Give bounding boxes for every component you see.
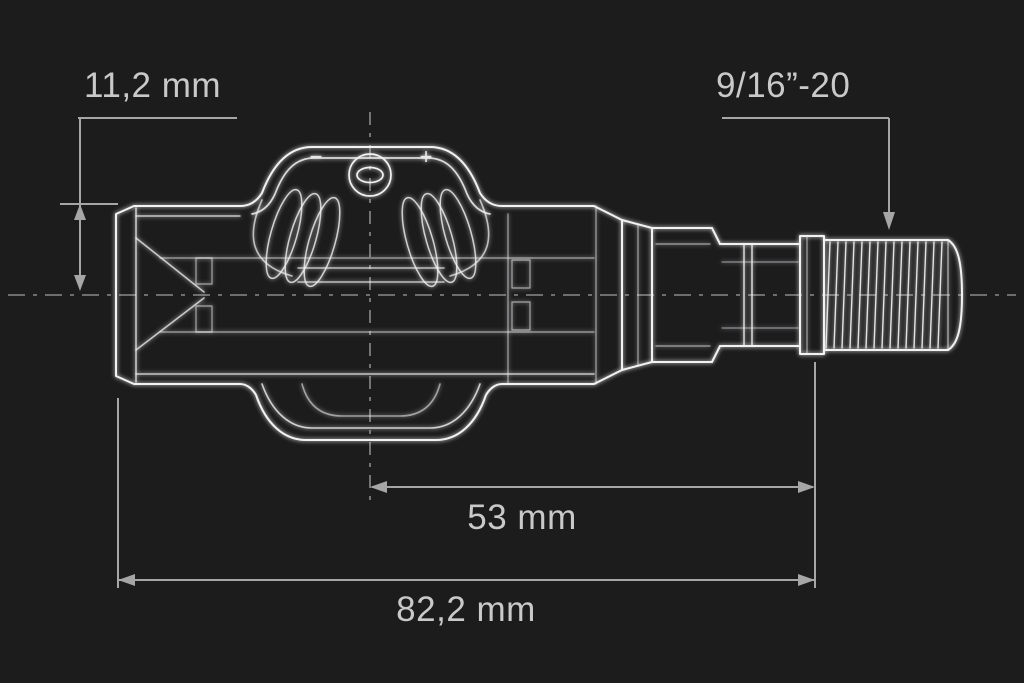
minus-mark: − (310, 144, 323, 169)
dimension-spindle-length (370, 362, 816, 588)
pedal-body-details (159, 205, 597, 385)
dimension-total-length (117, 398, 815, 588)
dimension-label-thread: 9/16”-20 (716, 66, 851, 105)
spindle-cylinder (651, 227, 721, 363)
engagement-bars (252, 199, 490, 283)
dimension-label-spindle-length: 53 mm (467, 498, 577, 537)
spindle-flange (799, 235, 825, 355)
dimension-thread (722, 117, 895, 230)
dimension-label-total-length: 82,2 mm (396, 590, 536, 629)
spindle-flats (719, 243, 801, 347)
dimension-height (60, 117, 237, 291)
plus-mark: + (420, 144, 433, 169)
bottom-cage (261, 383, 481, 429)
spindle-collar (621, 219, 653, 371)
tension-springs (265, 188, 477, 288)
dimension-lines (60, 117, 895, 588)
pedal-body-outline (115, 146, 623, 441)
spindle-threads (823, 239, 963, 351)
pedal-inner-arch (251, 157, 491, 215)
pedal-left-end (135, 207, 595, 383)
brand-logo (348, 153, 392, 197)
pedal-drawing: − + (115, 144, 963, 441)
dimension-label-height: 11,2 mm (84, 66, 222, 105)
centerlines (8, 112, 1016, 502)
